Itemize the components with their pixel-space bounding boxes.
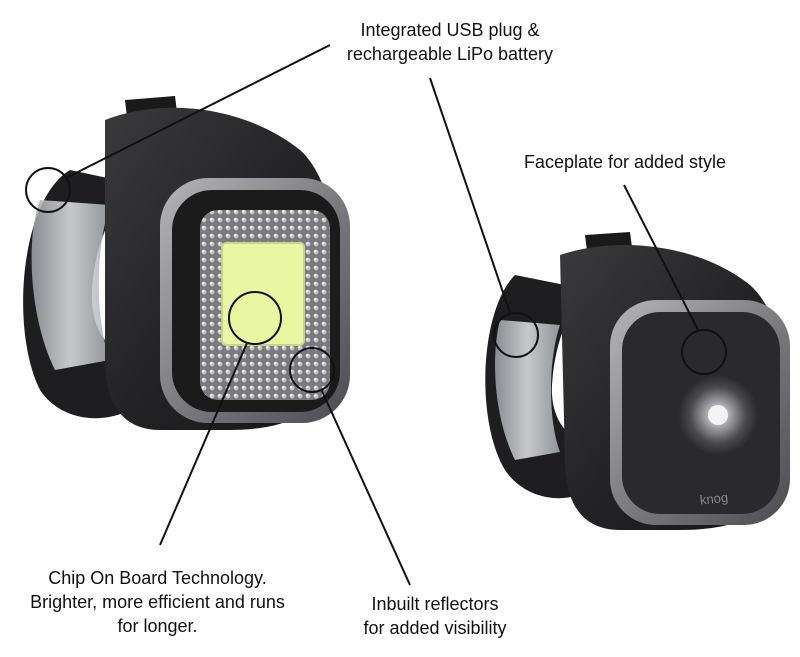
callout-faceplate-line1: Faceplate for added style [523,152,727,172]
callout-cob [159,291,282,546]
callout-usb-line2: rechargeable LiPo battery [346,44,554,64]
mount-left [31,200,110,370]
callout-reflectors [289,347,411,586]
callout-text-usb: Integrated USB plug & rechargeable LiPo … [300,18,600,66]
callout-line-faceplate [623,184,699,331]
callout-cob-line2: Brighter, more efficient and runs [30,592,285,612]
callout-text-faceplate: Faceplate for added style [480,150,770,174]
callout-line-cob [159,342,248,546]
callout-line-usb-right [429,77,511,314]
callout-circle-reflectors [289,347,335,393]
callout-cob-line1: Chip On Board Technology. [48,568,267,588]
callout-faceplate [623,184,727,375]
front-light-left [23,96,350,431]
callout-line-usb-left [65,44,331,179]
callout-circle-usb-left [25,167,71,213]
callout-text-cob: Chip On Board Technology. Brighter, more… [0,566,315,638]
front-light-right: knog [485,232,790,530]
mount-right [495,320,560,460]
callout-cob-line3: for longer. [117,616,198,636]
callout-reflectors-line2: for added visibility [363,618,507,638]
callout-usb [25,44,539,358]
brand-mark: knog [699,490,729,508]
callout-reflectors-line1: Inbuilt reflectors [371,594,499,614]
callout-circle-faceplate [681,329,727,375]
callout-circle-usb-right [493,312,539,358]
callout-line-reflectors [321,390,411,586]
callout-text-reflectors: Inbuilt reflectors for added visibility [330,592,540,640]
callout-circle-cob [228,291,282,345]
callout-usb-line1: Integrated USB plug & [360,20,540,40]
